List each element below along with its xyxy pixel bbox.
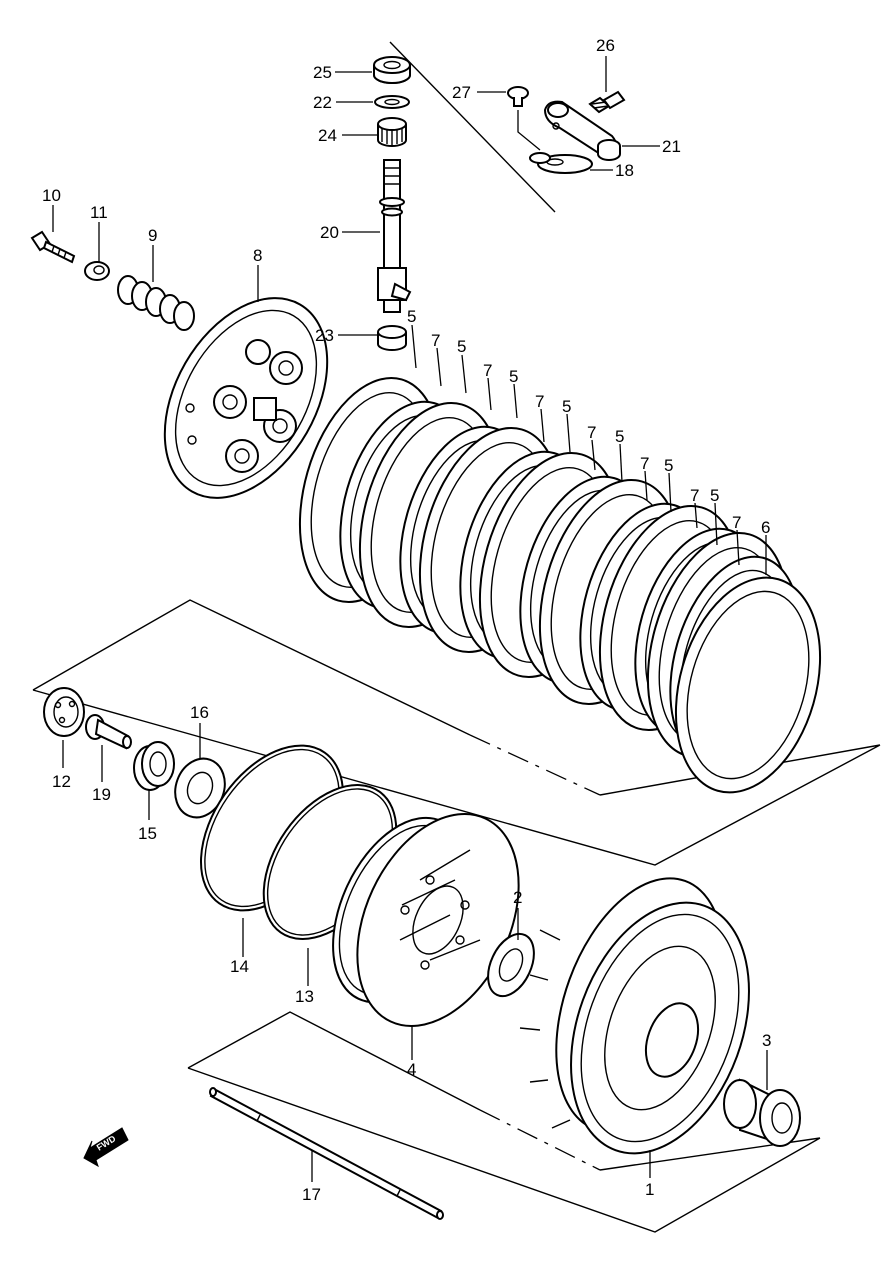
callout-11: 11 — [90, 203, 108, 222]
leader-lines — [52, 56, 768, 1182]
bolt-10 — [30, 230, 76, 264]
callout-10: 10 — [42, 186, 61, 205]
assembly-outlines — [32, 41, 881, 1233]
callout-labels: 25 22 24 20 23 26 27 21 18 10 11 9 8 5 7… — [42, 36, 771, 1204]
callout-13: 13 — [295, 987, 314, 1006]
clutch-hub-4 — [332, 813, 520, 1027]
callout-7-7: 7 — [732, 513, 741, 532]
callout-2: 2 — [513, 888, 522, 907]
release-arm-group — [507, 86, 626, 174]
callout-5-2: 5 — [457, 337, 466, 356]
callout-26: 26 — [596, 36, 615, 55]
drive-plate-6 — [674, 576, 822, 794]
callout-5-1: 5 — [407, 307, 416, 326]
callout-7-3: 7 — [535, 392, 544, 411]
callout-7-1: 7 — [431, 331, 440, 350]
washer-18 — [529, 152, 593, 174]
bearing-23 — [377, 325, 407, 351]
callout-1: 1 — [645, 1180, 654, 1199]
bolt-19 — [85, 714, 132, 750]
callout-9: 9 — [148, 226, 157, 245]
callout-19: 19 — [92, 785, 111, 804]
callout-24: 24 — [318, 126, 337, 145]
release-arm-21 — [543, 100, 621, 161]
callout-7-6: 7 — [690, 486, 699, 505]
callout-20: 20 — [320, 223, 339, 242]
screw-27 — [507, 86, 529, 107]
callout-7-5: 7 — [640, 454, 649, 473]
callout-5-5: 5 — [615, 427, 624, 446]
bearing-group — [43, 687, 226, 819]
bearing-25 — [373, 56, 411, 84]
spacer-15 — [133, 741, 175, 791]
push-rod-17 — [209, 1087, 444, 1220]
callout-25: 25 — [313, 63, 332, 82]
callout-3: 3 — [762, 1031, 771, 1050]
clutch-plate-stack — [298, 377, 822, 794]
callout-4: 4 — [407, 1060, 416, 1079]
bearing-24 — [377, 117, 407, 147]
callout-18: 18 — [615, 161, 634, 180]
callout-7-2: 7 — [483, 361, 492, 380]
callout-14: 14 — [230, 957, 249, 976]
fwd-arrow-icon: FWD — [83, 1127, 129, 1168]
washer-11 — [84, 261, 110, 281]
washer-22 — [374, 95, 410, 109]
callout-22: 22 — [313, 93, 332, 112]
shaft-20 — [377, 159, 412, 313]
clutch-housing-1 — [519, 877, 750, 1155]
bolt-26 — [588, 90, 626, 114]
pressure-plate-8 — [163, 297, 329, 499]
washer-2 — [487, 932, 535, 998]
callout-7-4: 7 — [587, 423, 596, 442]
callout-16: 16 — [190, 703, 209, 722]
callout-15: 15 — [138, 824, 157, 843]
callout-5-7: 5 — [710, 486, 719, 505]
callout-6: 6 — [761, 518, 770, 537]
washer-16 — [174, 757, 226, 819]
callout-23: 23 — [315, 326, 334, 345]
callout-5-3: 5 — [509, 367, 518, 386]
pressure-plate-group — [30, 230, 329, 499]
callout-5-4: 5 — [562, 397, 571, 416]
callout-12: 12 — [52, 772, 71, 791]
spring-9 — [117, 275, 195, 331]
callout-17: 17 — [302, 1185, 321, 1204]
callout-8: 8 — [253, 246, 262, 265]
release-shaft-group — [373, 56, 412, 351]
bearing-12 — [43, 687, 85, 737]
callout-5-6: 5 — [664, 456, 673, 475]
callout-21: 21 — [662, 137, 681, 156]
callout-27: 27 — [452, 83, 471, 102]
collar-3 — [723, 1078, 801, 1147]
